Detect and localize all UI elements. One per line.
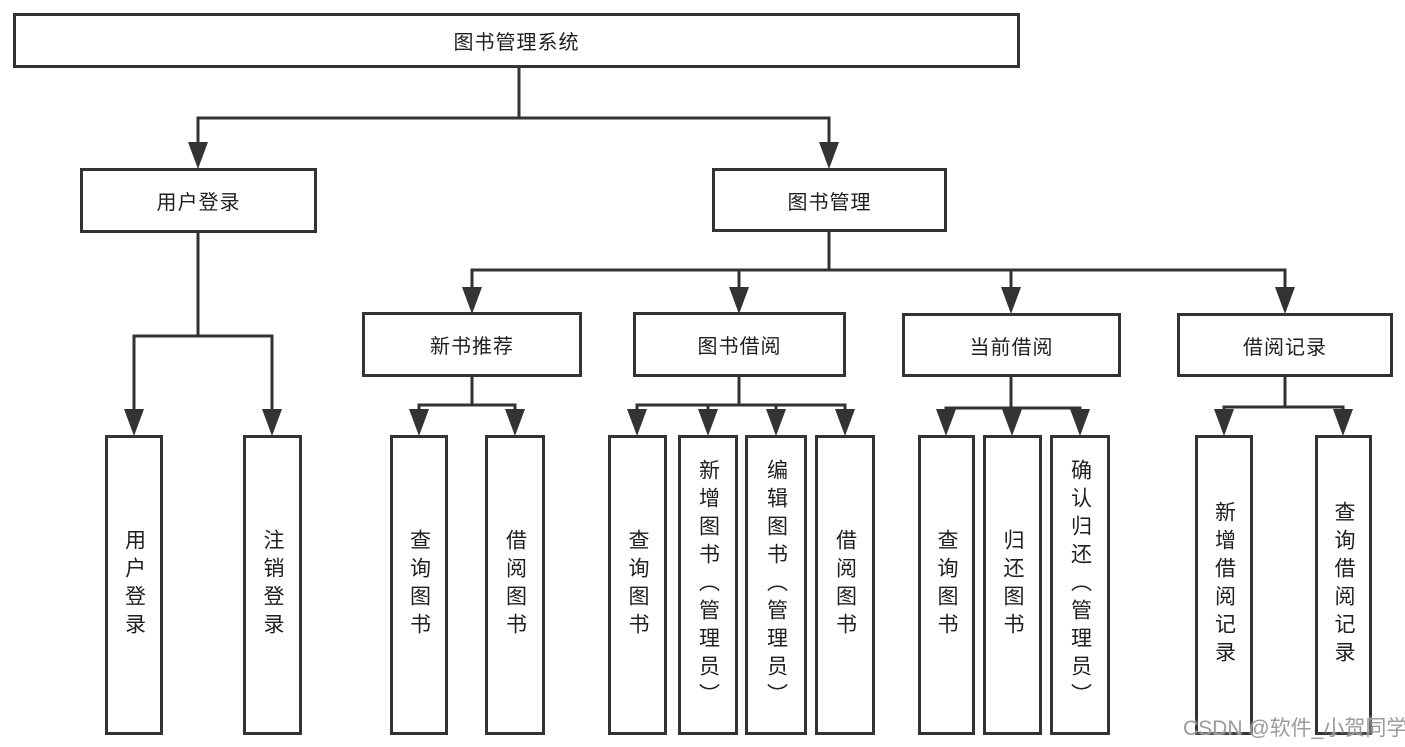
leaf-user-login: 用户登录 xyxy=(105,435,163,735)
leaf-records-add-record: 新增借阅记录 xyxy=(1195,435,1253,735)
leaf-current-return-books: 归还图书 xyxy=(983,435,1042,735)
arrow-down-icon xyxy=(936,409,956,436)
arrowhead-icons xyxy=(124,142,1353,436)
arrow-down-icon xyxy=(1002,409,1022,436)
arrow-down-icon xyxy=(729,287,749,314)
leaf-borrowing-add-books-admin: 新增图书（管理员） xyxy=(678,435,738,735)
arrow-down-icon xyxy=(262,409,282,436)
arrow-down-icon xyxy=(1333,409,1353,436)
leaf-records-query-record: 查询借阅记录 xyxy=(1315,435,1372,735)
arrow-down-icon xyxy=(462,287,482,314)
arrow-down-icon xyxy=(835,409,855,436)
arrow-down-icon xyxy=(819,142,839,169)
node-book-borrowing: 图书借阅 xyxy=(633,312,846,377)
arrow-down-icon xyxy=(124,409,144,436)
leaf-logout: 注销登录 xyxy=(243,435,302,735)
node-new-book-recommendation: 新书推荐 xyxy=(362,312,582,377)
leaf-borrowing-borrow-books: 借阅图书 xyxy=(815,435,875,735)
arrow-down-icon xyxy=(409,409,429,436)
arrow-down-icon xyxy=(1001,287,1021,314)
node-library-management-system: 图书管理系统 xyxy=(13,13,1020,68)
node-user-login: 用户登录 xyxy=(80,168,317,233)
node-current-borrowing: 当前借阅 xyxy=(902,313,1121,377)
leaf-recommend-query-books: 查询图书 xyxy=(390,435,448,735)
leaf-current-query-books: 查询图书 xyxy=(918,435,975,735)
node-book-management: 图书管理 xyxy=(712,168,947,232)
leaf-recommend-borrow-books: 借阅图书 xyxy=(485,435,545,735)
arrow-down-icon xyxy=(505,409,525,436)
arrow-down-icon xyxy=(1214,409,1234,436)
arrow-down-icon xyxy=(766,409,786,436)
csdn-watermark: CSDN @软件_小贺同学 xyxy=(1183,717,1405,740)
arrow-down-icon xyxy=(188,142,208,169)
arrow-down-icon xyxy=(1275,287,1295,314)
leaf-borrowing-edit-books-admin: 编辑图书（管理员） xyxy=(745,435,807,735)
node-borrowing-records: 借阅记录 xyxy=(1177,313,1393,377)
arrow-down-icon xyxy=(1070,409,1090,436)
arrow-down-icon xyxy=(627,409,647,436)
leaf-current-confirm-return-admin: 确认归还（管理员） xyxy=(1050,435,1110,735)
leaf-borrowing-query-books: 查询图书 xyxy=(608,435,667,735)
arrow-down-icon xyxy=(698,409,718,436)
